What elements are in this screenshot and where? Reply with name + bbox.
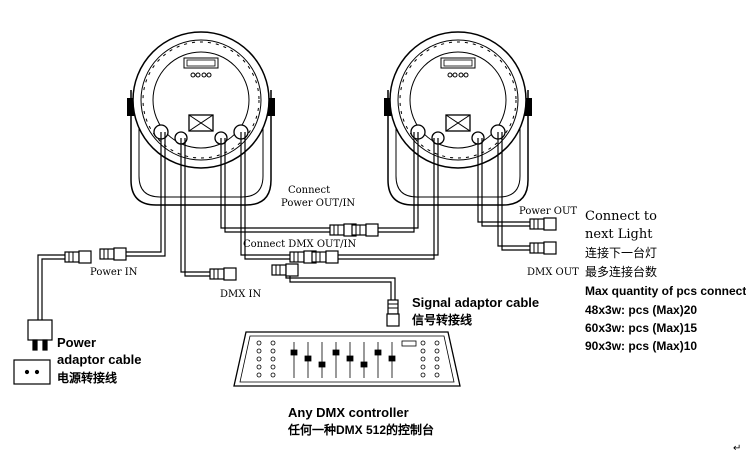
power-in-label: Power IN bbox=[90, 267, 138, 278]
fixture-right bbox=[383, 31, 533, 206]
fixture-left bbox=[126, 31, 276, 206]
connect-next-label-2: next Light bbox=[585, 227, 653, 242]
dmx-in-label: DMX IN bbox=[220, 289, 262, 300]
connect-dmx-label: Connect DMX OUT/IN bbox=[243, 239, 357, 250]
corner-mark: ↵ bbox=[733, 443, 742, 454]
connect-power-label-2: Power OUT/IN bbox=[281, 198, 356, 209]
max-60: 60x3w: pcs (Max)15 bbox=[585, 321, 698, 335]
max-cn: 最多连接台数 bbox=[585, 265, 658, 279]
power-adaptor-cn: 电源转接线 bbox=[57, 371, 118, 385]
dmx-out-label: DMX OUT bbox=[527, 267, 579, 278]
controller-cn: 任何一种DMX 512的控制台 bbox=[288, 423, 435, 437]
controller-label: Any DMX controller bbox=[288, 405, 409, 420]
connect-next-cn: 连接下一台灯 bbox=[585, 246, 658, 260]
controller-knobs bbox=[256, 340, 440, 378]
max-48: 48x3w: pcs (Max)20 bbox=[585, 303, 698, 317]
max-90: 90x3w: pcs (Max)10 bbox=[585, 339, 698, 353]
connect-next-label: Connect to bbox=[585, 209, 657, 224]
power-adaptor-label-2: adaptor cable bbox=[57, 352, 142, 367]
cables bbox=[37, 132, 530, 320]
power-plug bbox=[13, 319, 53, 385]
power-adaptor-label: Power bbox=[57, 335, 97, 350]
max-title: Max quantity of pcs connect bbox=[585, 284, 746, 298]
power-out-label: Power OUT bbox=[519, 206, 578, 217]
signal-adaptor-label: Signal adaptor cable bbox=[412, 295, 540, 310]
connect-power-label: Connect bbox=[288, 185, 331, 196]
signal-adaptor-cn: 信号转接线 bbox=[412, 313, 473, 327]
